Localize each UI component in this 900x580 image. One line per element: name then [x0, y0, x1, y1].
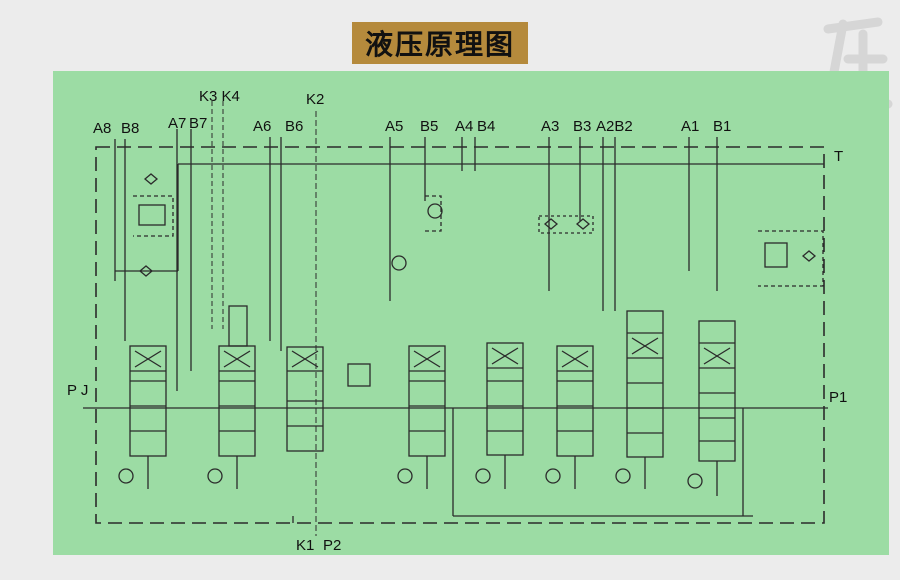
- relief-valve-3: [347, 363, 371, 387]
- valve-boundary: [95, 146, 825, 524]
- port-label-a7: A7: [168, 115, 186, 132]
- port-label-a3: A3: [541, 118, 559, 135]
- check-valve-3: [575, 218, 591, 230]
- port-label-b4: B4: [477, 118, 495, 135]
- port-label-b8: B8: [121, 120, 139, 137]
- port-label-a5: A5: [385, 118, 403, 135]
- relief-valve-2: [764, 242, 788, 268]
- check-valve-2: [543, 218, 559, 230]
- port-label-a1: A1: [681, 118, 699, 135]
- throttle-valve-2: [391, 255, 407, 271]
- page-title: 液压原理图: [364, 28, 515, 61]
- spool-section-1: [687, 320, 736, 496]
- port-label-a8: A8: [93, 120, 111, 137]
- check-valve-1: [143, 173, 159, 185]
- port-label-t: T: [834, 148, 843, 165]
- port-label-b1: B1: [713, 118, 731, 135]
- port-lines: [114, 129, 718, 391]
- port-label-b3: B3: [573, 118, 591, 135]
- spool-section-5: [397, 345, 446, 489]
- spool-section-8: [118, 345, 167, 489]
- port-label-p2: P2: [323, 537, 341, 554]
- spool-section-3: [545, 345, 594, 489]
- pilot-label-k3k4: K3 K4: [199, 88, 240, 105]
- port-label-pj: P J: [67, 382, 88, 399]
- port-label-b6: B6: [285, 118, 303, 135]
- port-label-b5: B5: [420, 118, 438, 135]
- relief-valve-1: [138, 204, 166, 226]
- port-label-k1: K1: [296, 537, 314, 554]
- diagram-panel: [53, 71, 889, 555]
- port-label-a6: A6: [253, 118, 271, 135]
- spool-section-6: [286, 346, 324, 452]
- throttle-valve-1: [427, 203, 443, 219]
- spool-section-4: [475, 342, 524, 489]
- pilot-label-k2: K2: [306, 91, 324, 108]
- port-label-b7: B7: [189, 115, 207, 132]
- hydraulic-diagram: A8 B8 A7 B7 A6 B6 A5 B5 A4 B4 A3 B3 A2B2…: [67, 88, 847, 554]
- port-label-p1: P1: [829, 389, 847, 406]
- spool-section-7: [207, 305, 256, 489]
- port-label-a4: A4: [455, 118, 473, 135]
- spool-section-2: [615, 310, 664, 489]
- port-label-a2b2: A2B2: [596, 118, 633, 135]
- title-banner: 液压原理图: [352, 22, 528, 64]
